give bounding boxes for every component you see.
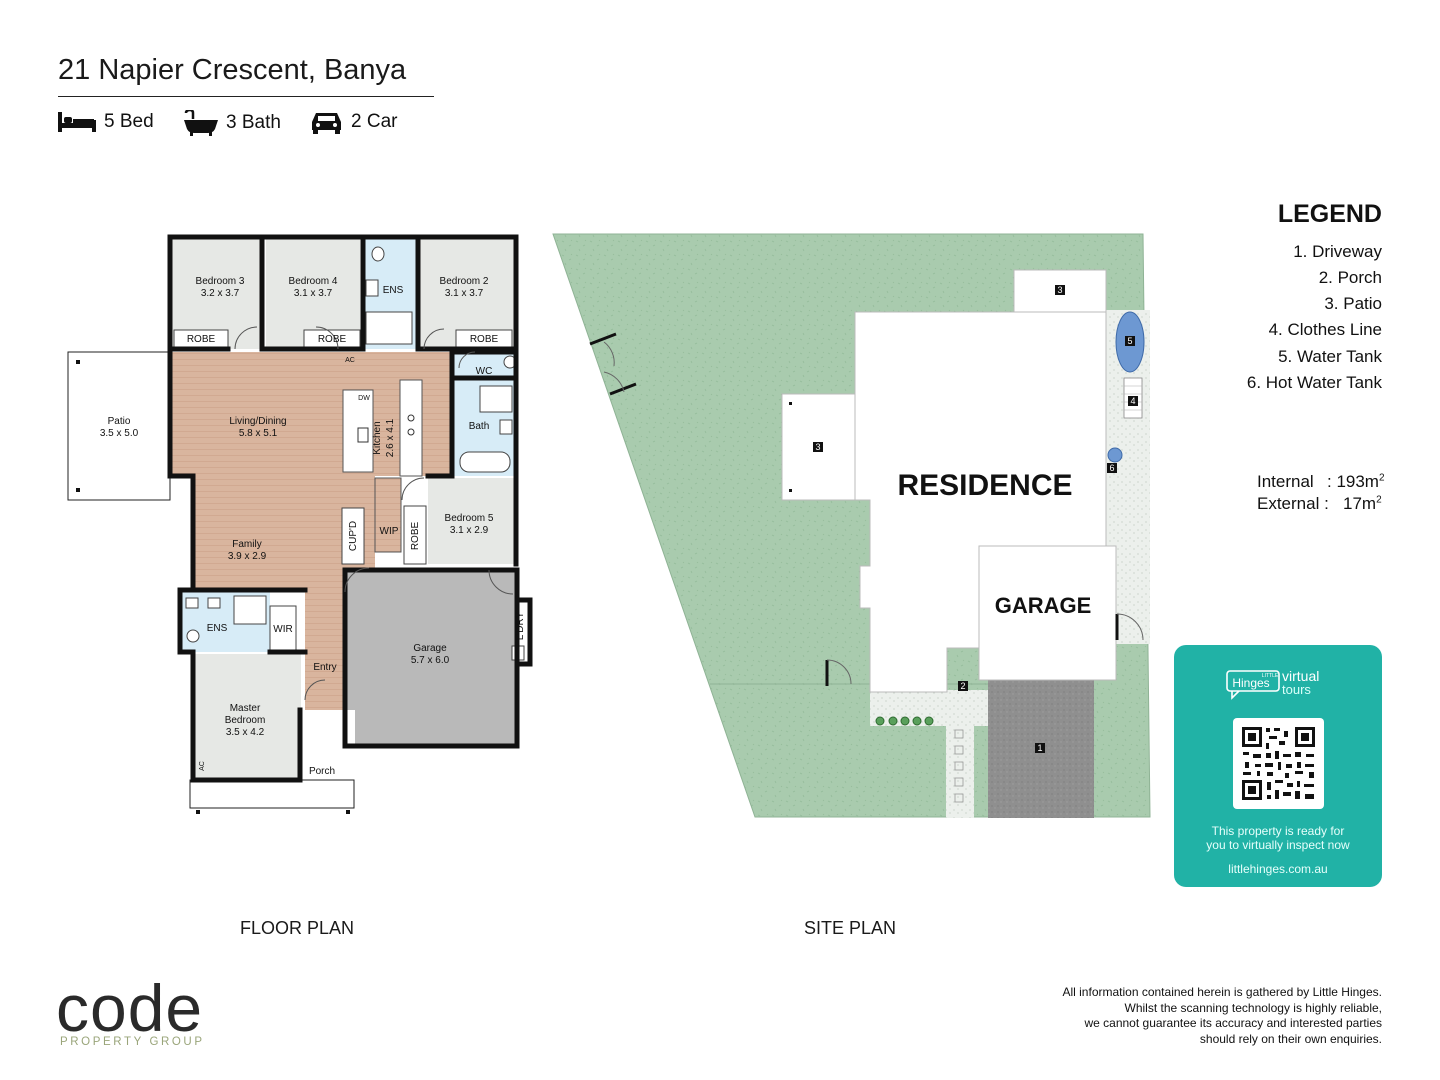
marker-porch: 2 bbox=[960, 681, 965, 691]
patio-size: 3.5 x 5.0 bbox=[100, 428, 139, 439]
robe-label: ROBE bbox=[318, 334, 347, 345]
internal-area-label: Internal bbox=[1257, 472, 1314, 491]
garage-room-size: 5.7 x 6.0 bbox=[411, 655, 450, 666]
qr-code-icon bbox=[1242, 727, 1315, 800]
tour-card-url[interactable]: littlehinges.com.au bbox=[1228, 862, 1328, 876]
porch-label: Porch bbox=[309, 766, 335, 777]
master-label-2: Bedroom bbox=[225, 715, 266, 726]
ensuite-top-label: ENS bbox=[383, 285, 404, 296]
entry-area bbox=[305, 590, 345, 710]
garage-label: GARAGE bbox=[995, 593, 1092, 618]
site-plan: 1 2 3 3 4 5 6 RESIDENCE GARAGE bbox=[552, 233, 1151, 818]
car-count: 2 Car bbox=[310, 110, 397, 134]
car-label: 2 Car bbox=[351, 111, 398, 132]
marker-patio-left: 3 bbox=[815, 442, 820, 452]
ac-label: AC bbox=[345, 357, 355, 364]
bed-label: 5 Bed bbox=[104, 111, 154, 132]
wc-label: WC bbox=[476, 366, 493, 377]
garage-room-label: Garage bbox=[413, 643, 447, 654]
garage-area bbox=[345, 570, 517, 746]
bed-icon bbox=[58, 112, 96, 132]
internal-area-value: : 193m2 bbox=[1327, 472, 1385, 491]
legend-item: 6. Hot Water Tank bbox=[1246, 373, 1382, 392]
bath-label: Bath bbox=[469, 421, 490, 432]
kitchen-label: Kitchen bbox=[372, 421, 383, 454]
bath-icon bbox=[184, 110, 218, 136]
bedroom5-size: 3.1 x 2.9 bbox=[450, 525, 489, 536]
master-label: Master bbox=[230, 703, 261, 714]
bedroom2-size: 3.1 x 3.7 bbox=[445, 288, 484, 299]
floor-plan-caption: FLOOR PLAN bbox=[240, 918, 355, 938]
tour-card-line2: you to virtually inspect now bbox=[1206, 838, 1350, 852]
legend-item: 3. Patio bbox=[1324, 294, 1382, 313]
living-size: 5.8 x 5.1 bbox=[239, 428, 278, 439]
wip-label: WIP bbox=[380, 526, 399, 537]
little-hinges-logo: LITTLE Hinges virtual tours bbox=[1226, 668, 1319, 700]
robe-label: ROBE bbox=[187, 334, 216, 345]
marker-water-tank: 5 bbox=[1127, 336, 1132, 346]
bedroom4-size: 3.1 x 3.7 bbox=[294, 288, 333, 299]
family-size: 3.9 x 2.9 bbox=[228, 551, 267, 562]
bed-count: 5 Bed bbox=[58, 110, 154, 134]
legend-item: 4. Clothes Line bbox=[1268, 320, 1382, 339]
master-size: 3.5 x 4.2 bbox=[226, 727, 265, 738]
tour-card-line1: This property is ready for bbox=[1211, 824, 1345, 838]
floor-plan: Bedroom 3 3.2 x 3.7 Bedroom 4 3.1 x 3.7 … bbox=[67, 234, 533, 814]
bedroom4-label: Bedroom 4 bbox=[289, 276, 338, 287]
living-label: Living/Dining bbox=[229, 416, 286, 427]
hot-water-tank bbox=[1107, 447, 1123, 463]
disclaimer: All information contained herein is gath… bbox=[1062, 985, 1382, 1046]
legend-title: LEGEND bbox=[1277, 200, 1382, 228]
bedroom2-label: Bedroom 2 bbox=[440, 276, 489, 287]
qr-code[interactable] bbox=[1233, 718, 1324, 809]
bedroom5-area bbox=[428, 478, 516, 564]
legend-item: 1. Driveway bbox=[1293, 242, 1382, 261]
bath-label: 3 Bath bbox=[226, 112, 281, 133]
virtual-tour-card[interactable]: LITTLE Hinges virtual tours This bbox=[1174, 645, 1382, 887]
legend-item: 5. Water Tank bbox=[1278, 347, 1382, 366]
marker-driveway: 1 bbox=[1037, 743, 1042, 753]
svg-text:LITTLE: LITTLE bbox=[1262, 673, 1279, 679]
legend-item: 2. Porch bbox=[1318, 268, 1382, 287]
code-logo-subtitle: PROPERTY GROUP bbox=[60, 1036, 205, 1048]
external-area-value: 17m2 bbox=[1343, 494, 1382, 513]
svg-text:virtual: virtual bbox=[1282, 668, 1319, 684]
svg-text:tours: tours bbox=[1282, 682, 1311, 697]
title-divider bbox=[58, 96, 434, 97]
master-area bbox=[193, 654, 301, 780]
wir-label: WIR bbox=[273, 624, 292, 635]
patio-label: Patio bbox=[108, 416, 131, 427]
cupboard-label: CUP'D bbox=[348, 521, 359, 551]
bedroom3-label: Bedroom 3 bbox=[196, 276, 245, 287]
bedroom3-size: 3.2 x 3.7 bbox=[201, 288, 240, 299]
residence-label: RESIDENCE bbox=[897, 469, 1072, 502]
garage-footprint bbox=[978, 545, 1117, 681]
bedroom5-label: Bedroom 5 bbox=[445, 513, 494, 524]
dishwasher-label: DW bbox=[358, 395, 370, 402]
site-plan-caption: SITE PLAN bbox=[804, 918, 897, 938]
bath-count: 3 Bath bbox=[184, 110, 281, 136]
entry-label: Entry bbox=[313, 662, 336, 673]
ac-label: AC bbox=[199, 761, 206, 771]
code-logo: code bbox=[56, 971, 204, 1045]
svg-text:Hinges: Hinges bbox=[1232, 676, 1269, 690]
ensuite-master-label: ENS bbox=[207, 623, 228, 634]
family-label: Family bbox=[232, 539, 261, 550]
property-title: 21 Napier Crescent, Banya bbox=[58, 54, 407, 86]
marker-hot-water-tank: 6 bbox=[1109, 463, 1114, 473]
car-icon bbox=[312, 113, 341, 134]
external-area-label: External : bbox=[1257, 494, 1329, 513]
laundry-label: L'DRY bbox=[515, 611, 526, 640]
robe-label: ROBE bbox=[470, 334, 499, 345]
robe-label: ROBE bbox=[410, 522, 421, 551]
kitchen-size: 2.6 x 4.1 bbox=[385, 418, 396, 457]
marker-clothes-line: 4 bbox=[1130, 396, 1135, 406]
marker-patio-top: 3 bbox=[1057, 285, 1062, 295]
